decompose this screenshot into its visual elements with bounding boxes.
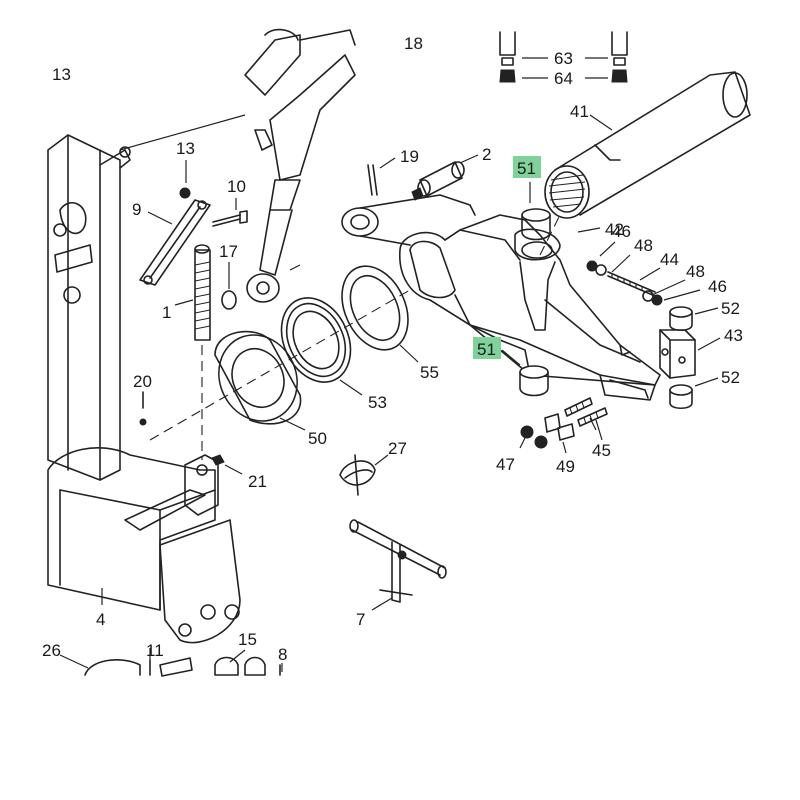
ring-part-55 bbox=[341, 265, 419, 363]
label-52-upper: 52 bbox=[721, 299, 740, 318]
label-20: 20 bbox=[133, 372, 152, 391]
label-49: 49 bbox=[556, 457, 575, 476]
label-43: 43 bbox=[724, 326, 743, 345]
label-13-top: 13 bbox=[52, 65, 71, 84]
bushing-part-2 bbox=[411, 154, 479, 201]
bolt-set-44-46-48 bbox=[586, 241, 701, 306]
label-9: 9 bbox=[132, 200, 141, 219]
link-part-9 bbox=[139, 199, 211, 286]
pin-part-20 bbox=[139, 391, 147, 426]
bushing-part-52-lower bbox=[669, 377, 719, 410]
seal-part-53 bbox=[280, 297, 363, 396]
bushing-part-52-upper bbox=[669, 306, 719, 332]
label-4: 4 bbox=[96, 610, 105, 629]
ring-part-17 bbox=[221, 262, 237, 310]
label-1: 1 bbox=[162, 303, 171, 322]
label-19: 19 bbox=[400, 147, 419, 166]
label-51-upper: 51 bbox=[517, 159, 536, 178]
label-48-bottom: 48 bbox=[686, 262, 705, 281]
label-48-top: 48 bbox=[634, 236, 653, 255]
label-8: 8 bbox=[278, 645, 287, 664]
label-47: 47 bbox=[496, 455, 515, 474]
label-18: 18 bbox=[404, 34, 423, 53]
label-51-lower: 51 bbox=[477, 340, 496, 359]
label-21: 21 bbox=[248, 472, 267, 491]
part-labels: 13 18 63 64 41 19 2 51 13 10 9 17 1 42 4… bbox=[42, 34, 743, 664]
bolt-part-10 bbox=[212, 198, 248, 227]
label-63: 63 bbox=[554, 49, 573, 68]
fittings-63-64 bbox=[499, 31, 628, 83]
clip-part-27 bbox=[339, 454, 389, 496]
label-42: 42 bbox=[605, 220, 624, 239]
main-arm-part-42 bbox=[341, 194, 661, 401]
handle-pin-part-7 bbox=[349, 519, 447, 611]
highlight-51-lower bbox=[473, 337, 501, 359]
threaded-rod-part-1 bbox=[174, 244, 211, 460]
label-13-mid: 13 bbox=[176, 139, 195, 158]
bearing-part-50 bbox=[214, 330, 306, 431]
label-53: 53 bbox=[368, 393, 387, 412]
label-64: 64 bbox=[554, 69, 573, 88]
fitting-part-21 bbox=[211, 454, 243, 475]
roller-part-41 bbox=[544, 71, 751, 219]
label-27: 27 bbox=[388, 439, 407, 458]
highlight-51-upper bbox=[513, 156, 541, 178]
label-10: 10 bbox=[227, 177, 246, 196]
label-17: 17 bbox=[219, 242, 238, 261]
label-55: 55 bbox=[420, 363, 439, 382]
label-2: 2 bbox=[482, 145, 491, 164]
label-7: 7 bbox=[356, 610, 365, 629]
label-45: 45 bbox=[592, 441, 611, 460]
bushing-part-51-lower bbox=[501, 349, 549, 397]
nut-part-13 bbox=[179, 160, 191, 199]
clamp-block-part-43 bbox=[659, 329, 721, 379]
studs-45-47-49 bbox=[519, 397, 608, 454]
bushing-part-51-upper bbox=[521, 182, 551, 241]
label-15: 15 bbox=[238, 630, 257, 649]
label-46-top: 46 bbox=[612, 222, 631, 241]
frame-assembly bbox=[47, 134, 241, 644]
hydraulic-cylinder bbox=[119, 28, 356, 303]
label-44: 44 bbox=[660, 250, 679, 269]
label-50: 50 bbox=[308, 429, 327, 448]
label-52-lower: 52 bbox=[721, 368, 740, 387]
label-41: 41 bbox=[570, 102, 589, 121]
pin-part-19 bbox=[367, 157, 396, 196]
label-11: 11 bbox=[146, 641, 164, 660]
label-26: 26 bbox=[42, 641, 61, 660]
bottom-hardware bbox=[59, 648, 283, 677]
label-46-bottom: 46 bbox=[708, 277, 727, 296]
